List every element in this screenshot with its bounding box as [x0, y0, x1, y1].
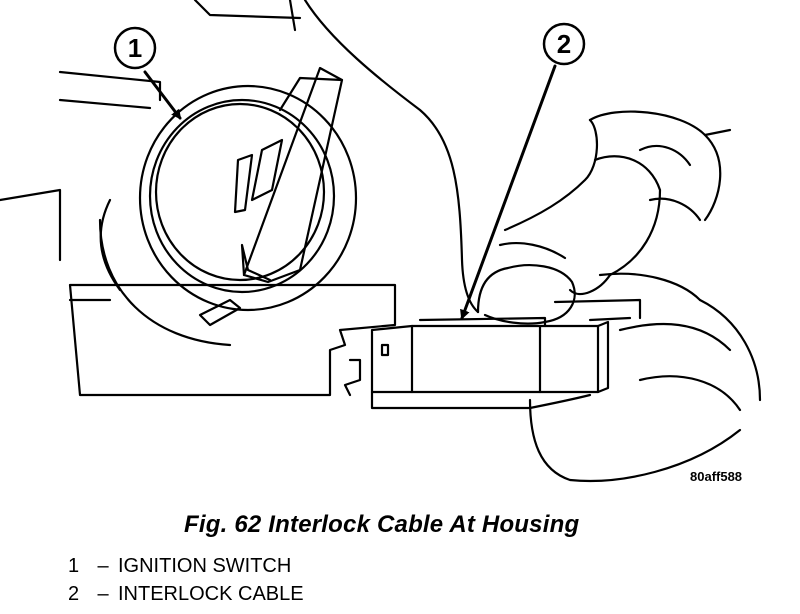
legend-number: 2	[68, 583, 80, 605]
ignition-key	[233, 66, 344, 284]
figure-code: 80aff588	[690, 469, 743, 484]
figure-caption: Fig. 62 Interlock Cable At Housing	[184, 511, 580, 538]
legend-label: IGNITION SWITCH	[118, 555, 292, 577]
legend-item: 1–IGNITION SWITCH	[68, 552, 304, 580]
callout-1-number: 1	[128, 33, 142, 63]
callout-2: 2	[542, 22, 586, 66]
legend-item: 2–INTERLOCK CABLE	[68, 580, 304, 608]
legend-dash: –	[97, 555, 109, 577]
ignition-switch	[98, 84, 358, 347]
callout-2-arrow	[460, 64, 557, 320]
hand	[303, 0, 762, 483]
legend-label: INTERLOCK CABLE	[118, 583, 304, 605]
column-housing	[0, 0, 397, 397]
interlock-cable-illustration: 1 2	[0, 0, 762, 483]
interlock-cable	[370, 298, 642, 410]
legend-number: 1	[68, 555, 80, 577]
legend: 1–IGNITION SWITCH 2–INTERLOCK CABLE	[68, 552, 304, 608]
callout-1-arrow	[143, 70, 182, 120]
callout-2-number: 2	[557, 29, 571, 59]
legend-dash: –	[97, 583, 109, 605]
callout-1: 1	[113, 26, 157, 70]
